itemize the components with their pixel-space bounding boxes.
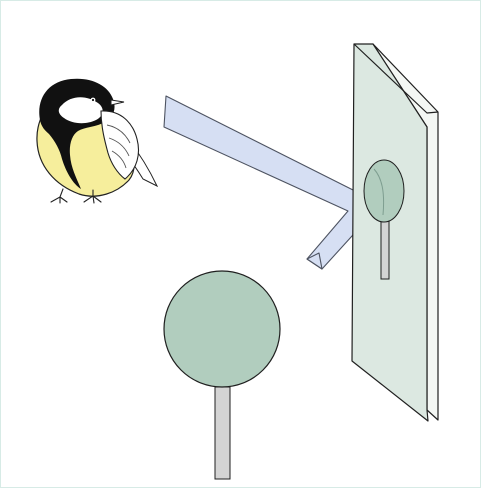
small-target-disk — [364, 160, 404, 222]
great-tit-icon — [37, 79, 157, 203]
bird-pupil — [92, 99, 94, 101]
large-target-disk — [164, 271, 280, 387]
large-target-post — [215, 387, 230, 479]
bird-leg-left — [51, 189, 67, 203]
bent-arrow-icon — [164, 96, 384, 269]
bird-beak — [111, 100, 124, 105]
arrow-head-detail — [307, 253, 322, 269]
